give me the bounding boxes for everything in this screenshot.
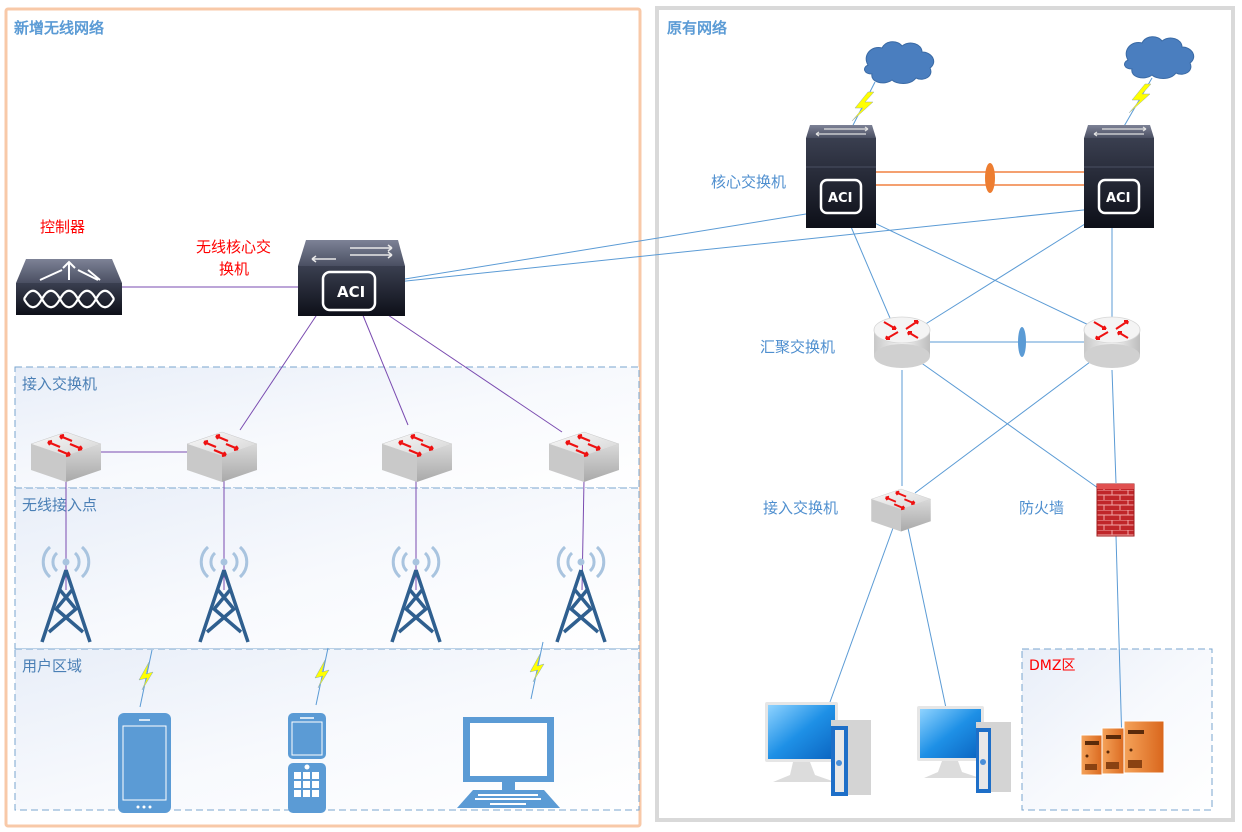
zone-label-access-switch: 接入交换机 (22, 375, 97, 393)
wifi-signal-icon (41, 545, 91, 579)
core-switch-2[interactable]: ACI (1084, 125, 1154, 228)
link-core-access2 (239, 312, 319, 431)
router-arrows-icon (883, 320, 919, 340)
flip-phone-device[interactable] (288, 713, 326, 813)
core-switch-label: 核心交换机 (711, 173, 786, 191)
link-aggregation-marker-agg (1018, 327, 1026, 357)
aggregation-switch-label: 汇聚交换机 (760, 338, 835, 356)
access-point-4[interactable] (555, 545, 607, 643)
link-firewall-dmz (1115, 535, 1123, 746)
aggregation-switch-1[interactable] (873, 316, 931, 368)
zone-label-user-area: 用户区域 (22, 657, 82, 675)
controller-label: 控制器 (40, 218, 85, 236)
switch-arrows-icon (398, 433, 434, 458)
switch-arrows-icon (47, 433, 83, 458)
controller-wave-icon (23, 289, 115, 309)
dmz-servers[interactable] (1080, 720, 1165, 776)
wifi-signal-icon (199, 545, 249, 579)
tower-icon (390, 569, 442, 643)
access-switch-4[interactable] (548, 431, 620, 482)
switch-arrows-icon (203, 433, 239, 458)
aggregation-switch-2[interactable] (1083, 316, 1141, 368)
aci-label: ACI (1106, 191, 1130, 206)
wireless-core-label-line2: 换机 (219, 260, 249, 278)
cloud-icon-right (1124, 36, 1195, 79)
lightning-icon (138, 661, 154, 691)
dmz-label: DMZ区 (1029, 658, 1075, 674)
router-arrows-icon (1093, 320, 1129, 340)
tower-icon (555, 569, 607, 643)
smartphone-device[interactable] (118, 713, 171, 813)
aci-label: ACI (337, 283, 365, 301)
zone-label-access-point: 无线接入点 (22, 496, 97, 514)
link-access-pc2 (907, 527, 947, 709)
link-agg1-firewall (919, 361, 1099, 489)
access-switch-existing[interactable] (870, 488, 932, 532)
link-core-access4 (384, 312, 563, 433)
link-agg2-access (914, 361, 1091, 494)
cloud-icon-left (864, 41, 935, 84)
link-wcore-core2 (367, 206, 1113, 286)
lightning-icon (1128, 83, 1152, 114)
link-core-access3 (361, 312, 409, 426)
firewall-device[interactable] (1096, 483, 1135, 537)
lightning-icon (851, 91, 875, 122)
lightning-icon (529, 653, 545, 683)
link-core2-agg1 (923, 206, 1113, 326)
access-switch-1[interactable] (30, 431, 102, 482)
laptop-device[interactable] (457, 717, 560, 808)
core-switch-1[interactable]: ACI (806, 125, 876, 228)
firewall-label: 防火墙 (1019, 499, 1064, 517)
link-core1-agg2 (842, 207, 1096, 329)
tower-icon (40, 569, 92, 643)
access-switch-3[interactable] (381, 431, 453, 482)
controller-device[interactable] (16, 259, 122, 315)
access-point-2[interactable] (198, 545, 250, 643)
access-point-1[interactable] (40, 545, 92, 643)
desktop-pc-2[interactable] (917, 706, 1011, 793)
aci-label: ACI (828, 191, 852, 206)
access-point-3[interactable] (390, 545, 442, 643)
wifi-signal-icon (556, 545, 606, 579)
desktop-pc-1[interactable] (765, 702, 871, 796)
right-panel-title: 原有网络 (667, 19, 727, 37)
access-switch-2[interactable] (186, 431, 258, 482)
tower-icon (198, 569, 250, 643)
switch-arrows-icon (884, 490, 916, 511)
wireless-core-switch[interactable]: ACI (298, 240, 405, 316)
left-panel-title: 新增无线网络 (14, 19, 104, 37)
zone-access-switch (14, 366, 640, 489)
zone-access-point (14, 487, 640, 650)
lightning-icon (314, 659, 330, 689)
link-agg2-firewall (1111, 369, 1117, 484)
wireless-core-label-line1: 无线核心交 (196, 238, 271, 256)
wifi-signal-icon (391, 545, 441, 579)
link-access-pc1 (829, 527, 894, 703)
link-wcore-core1 (367, 207, 844, 286)
link-aggregation-marker-core (985, 163, 995, 193)
switch-arrows-icon (565, 433, 601, 458)
access-switch-label-right: 接入交换机 (763, 499, 838, 517)
